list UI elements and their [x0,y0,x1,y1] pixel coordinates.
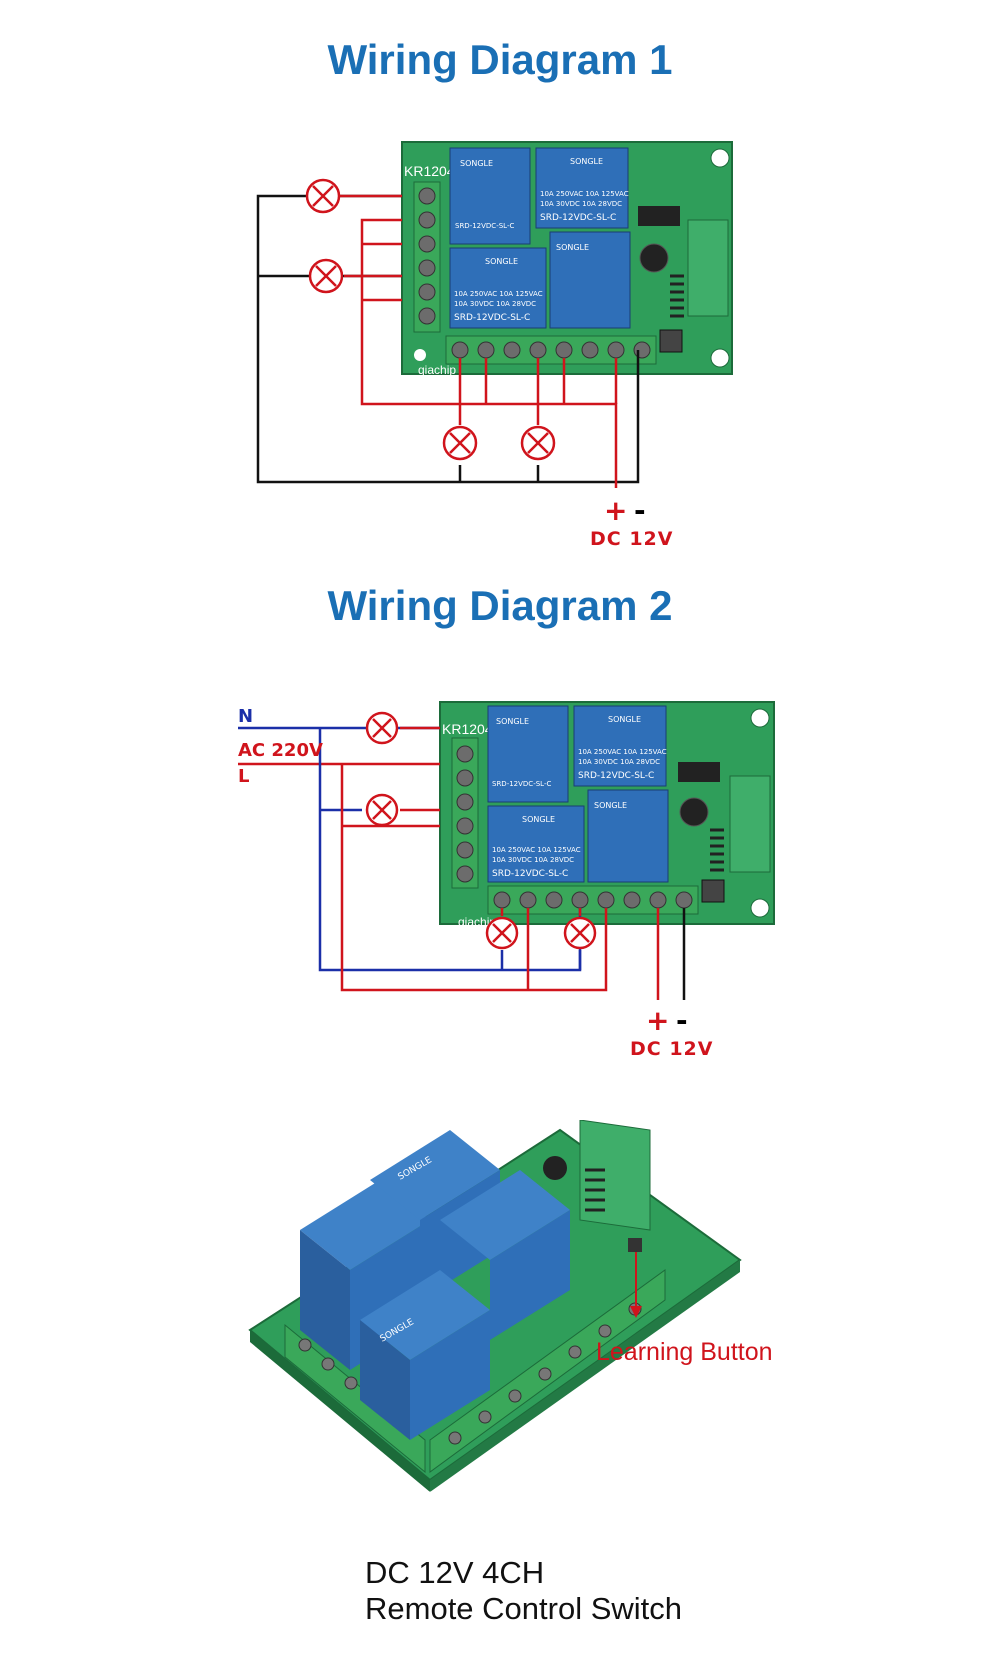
svg-text:10A 30VDC 10A 28VDC: 10A 30VDC 10A 28VDC [492,856,574,864]
svg-text:SRD-12VDC-SL-C: SRD-12VDC-SL-C [455,222,514,230]
svg-text:SRD-12VDC-SL-C: SRD-12VDC-SL-C [492,869,568,879]
lamp-2c [485,916,519,950]
lamp-1b [308,258,344,294]
learning-button-3d [628,1238,642,1252]
relay-3d-a [300,1180,430,1370]
board-brand-label: qiachip [418,363,456,377]
svg-text:SONGLE: SONGLE [594,801,627,810]
svg-text:SRD-12VDC-SL-C: SRD-12VDC-SL-C [540,213,616,223]
lamp-1a [305,178,341,214]
svg-text:SONGLE: SONGLE [556,243,589,252]
svg-text:10A 250VAC 10A 125VAC: 10A 250VAC 10A 125VAC [578,748,667,756]
line-label: L [238,766,250,787]
diagram2-minus: - [676,1004,688,1037]
relay-bottom-right: SONGLE [549,231,631,329]
svg-text:10A 250VAC 10A 125VAC: 10A 250VAC 10A 125VAC [454,290,543,298]
svg-text:10A 250VAC 10A 125VAC: 10A 250VAC 10A 125VAC [492,846,581,854]
diagram2-dc-label: DC 12V [630,1038,714,1060]
caption-line-1: DC 12V 4CH [365,1555,545,1590]
wiring-diagram-1: KR1204 qiachip SONGLE SRD-12VDC-SL-C SON… [256,141,733,488]
svg-text:SRD-12VDC-SL-C: SRD-12VDC-SL-C [578,771,654,781]
relay-3d-d [440,1170,570,1340]
relay-top-right: SONGLE 10A 250VAC 10A 125VAC 10A 30VDC 1… [535,147,629,229]
svg-text:10A 30VDC 10A 28VDC: 10A 30VDC 10A 28VDC [454,300,536,308]
relay-bottom-left: SONGLE 10A 250VAC 10A 125VAC 10A 30VDC 1… [487,805,585,883]
relay-bottom-right: SONGLE [587,789,669,883]
lamp-2b [365,793,399,827]
relay-board-1: KR1204 qiachip SONGLE SRD-12VDC-SL-C SON… [401,141,733,377]
diagram1-plus: + [604,494,628,527]
rf-module [579,1120,651,1231]
neutral-label: N [238,706,254,727]
svg-text:SONGLE: SONGLE [485,257,518,266]
svg-text:SRD-12VDC-SL-C: SRD-12VDC-SL-C [454,313,530,323]
board-brand-label: qiachip [458,915,496,929]
caption-line-2: Remote Control Switch [365,1591,683,1626]
learning-button-label: Learning Button [596,1338,773,1366]
lamp-2a [365,711,399,745]
svg-text:10A 250VAC 10A 125VAC: 10A 250VAC 10A 125VAC [540,190,629,198]
svg-text:SRD-12VDC-SL-C: SRD-12VDC-SL-C [492,780,551,788]
board-model-label: KR1204 [442,721,493,737]
product-caption: DC 12V 4CH Remote Control Switch [365,1555,682,1627]
relay-3d-c: SONGLE [360,1270,490,1440]
svg-text:SONGLE: SONGLE [570,157,603,166]
product-photo: SONGLE SONGLE qiachip [248,1120,742,1503]
learning-button-1 [659,329,683,353]
ac-voltage-label: AC 220V [238,740,323,761]
wiring-diagram-2: KR1204 qiachip SONGLE SRD-12VDC-SL-C SON… [238,701,775,1000]
relay-top-left: SONGLE SRD-12VDC-SL-C [449,147,531,245]
svg-text:10A 30VDC 10A 28VDC: 10A 30VDC 10A 28VDC [578,758,660,766]
svg-text:SONGLE: SONGLE [496,717,529,726]
diagram1-title: Wiring Diagram 1 [327,36,673,83]
svg-text:SONGLE: SONGLE [460,159,493,168]
relay-top-left: SONGLE SRD-12VDC-SL-C [487,705,569,803]
diagram2-plus: + [646,1004,670,1037]
svg-text:SONGLE: SONGLE [522,815,555,824]
diagram1-minus: - [634,494,646,527]
diagram2-title: Wiring Diagram 2 [327,582,673,629]
svg-text:qiachip: qiachip [400,1489,438,1503]
lamp-1d [520,425,556,461]
board-model-label: KR1204 [404,163,455,179]
relay-top-right: SONGLE 10A 250VAC 10A 125VAC 10A 30VDC 1… [573,705,667,787]
diagram1-dc-label: DC 12V [590,528,674,550]
relay-bottom-left: SONGLE 10A 250VAC 10A 125VAC 10A 30VDC 1… [449,247,547,329]
svg-text:SONGLE: SONGLE [608,715,641,724]
lamp-2d [563,916,597,950]
learning-button-2 [701,879,725,903]
lamp-1c [442,425,478,461]
relay-board-2: KR1204 qiachip SONGLE SRD-12VDC-SL-C SON… [439,701,775,929]
svg-text:10A 30VDC 10A 28VDC: 10A 30VDC 10A 28VDC [540,200,622,208]
